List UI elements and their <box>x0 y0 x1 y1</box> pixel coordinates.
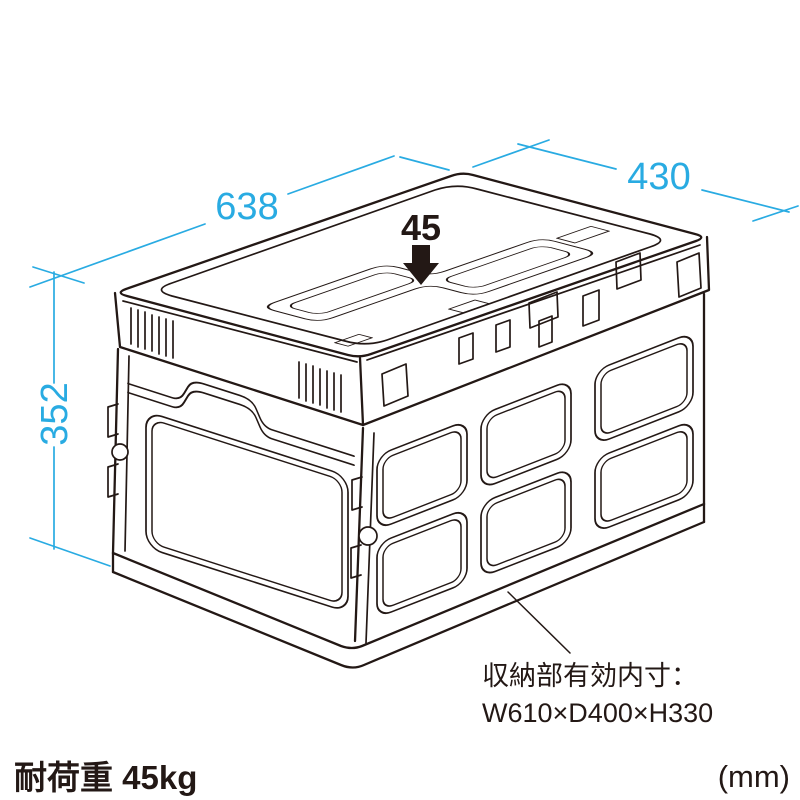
right-window <box>480 471 572 574</box>
lid-top-face <box>119 172 703 358</box>
front-corner-rail <box>350 426 378 644</box>
right-window <box>376 423 468 527</box>
side-clasp <box>111 443 129 461</box>
container-box <box>107 172 711 669</box>
lid-vent-hatch-left <box>130 307 174 359</box>
lid-band-slots <box>381 252 702 407</box>
lid-vent-hatch-front <box>298 361 342 413</box>
left-side-rail <box>107 347 130 555</box>
dimension-height: 352 <box>29 271 111 567</box>
right-wall <box>376 335 694 615</box>
dimension-width-line <box>29 155 395 288</box>
dimension-height-label: 352 <box>34 382 76 445</box>
lid-slot <box>447 299 491 314</box>
lid-slot <box>555 226 611 244</box>
down-arrow-icon <box>403 245 439 285</box>
lid <box>113 172 711 427</box>
base <box>111 502 706 669</box>
inner-dimensions-note: 収納部有効内寸： W610×D400×H330 <box>482 591 713 728</box>
front-clasp <box>358 526 378 546</box>
inner-size-title: 収納部有効内寸： <box>482 661 698 691</box>
dimension-depth-label: 430 <box>627 156 690 198</box>
dimension-depth-witness <box>472 139 799 222</box>
front-left-wall <box>127 381 355 609</box>
right-window <box>594 423 694 529</box>
front-window-inner <box>151 421 343 602</box>
load-capacity-label: 耐荷重 45kg <box>14 759 197 796</box>
dimension-width: 638 <box>29 155 450 288</box>
leader-line <box>507 591 571 654</box>
dimension-depth: 430 <box>472 139 799 222</box>
right-window <box>594 335 694 441</box>
inner-size-value: W610×D400×H330 <box>482 698 713 728</box>
right-window <box>376 511 468 615</box>
dimension-depth-line <box>517 143 790 213</box>
dimension-height-witness <box>29 537 111 567</box>
lid-handle-recess <box>266 226 611 347</box>
unit-label: (mm) <box>718 759 790 794</box>
dimension-width-label: 638 <box>215 186 278 228</box>
lid-band <box>113 235 711 427</box>
lid-load-marker: 45 <box>401 207 441 285</box>
front-window-frame <box>145 414 349 609</box>
lid-load-label: 45 <box>401 207 441 248</box>
lid-inner-plateau <box>160 185 662 345</box>
right-window <box>480 383 572 486</box>
lid-slot <box>333 333 374 347</box>
dimension-width-witness <box>32 156 450 284</box>
